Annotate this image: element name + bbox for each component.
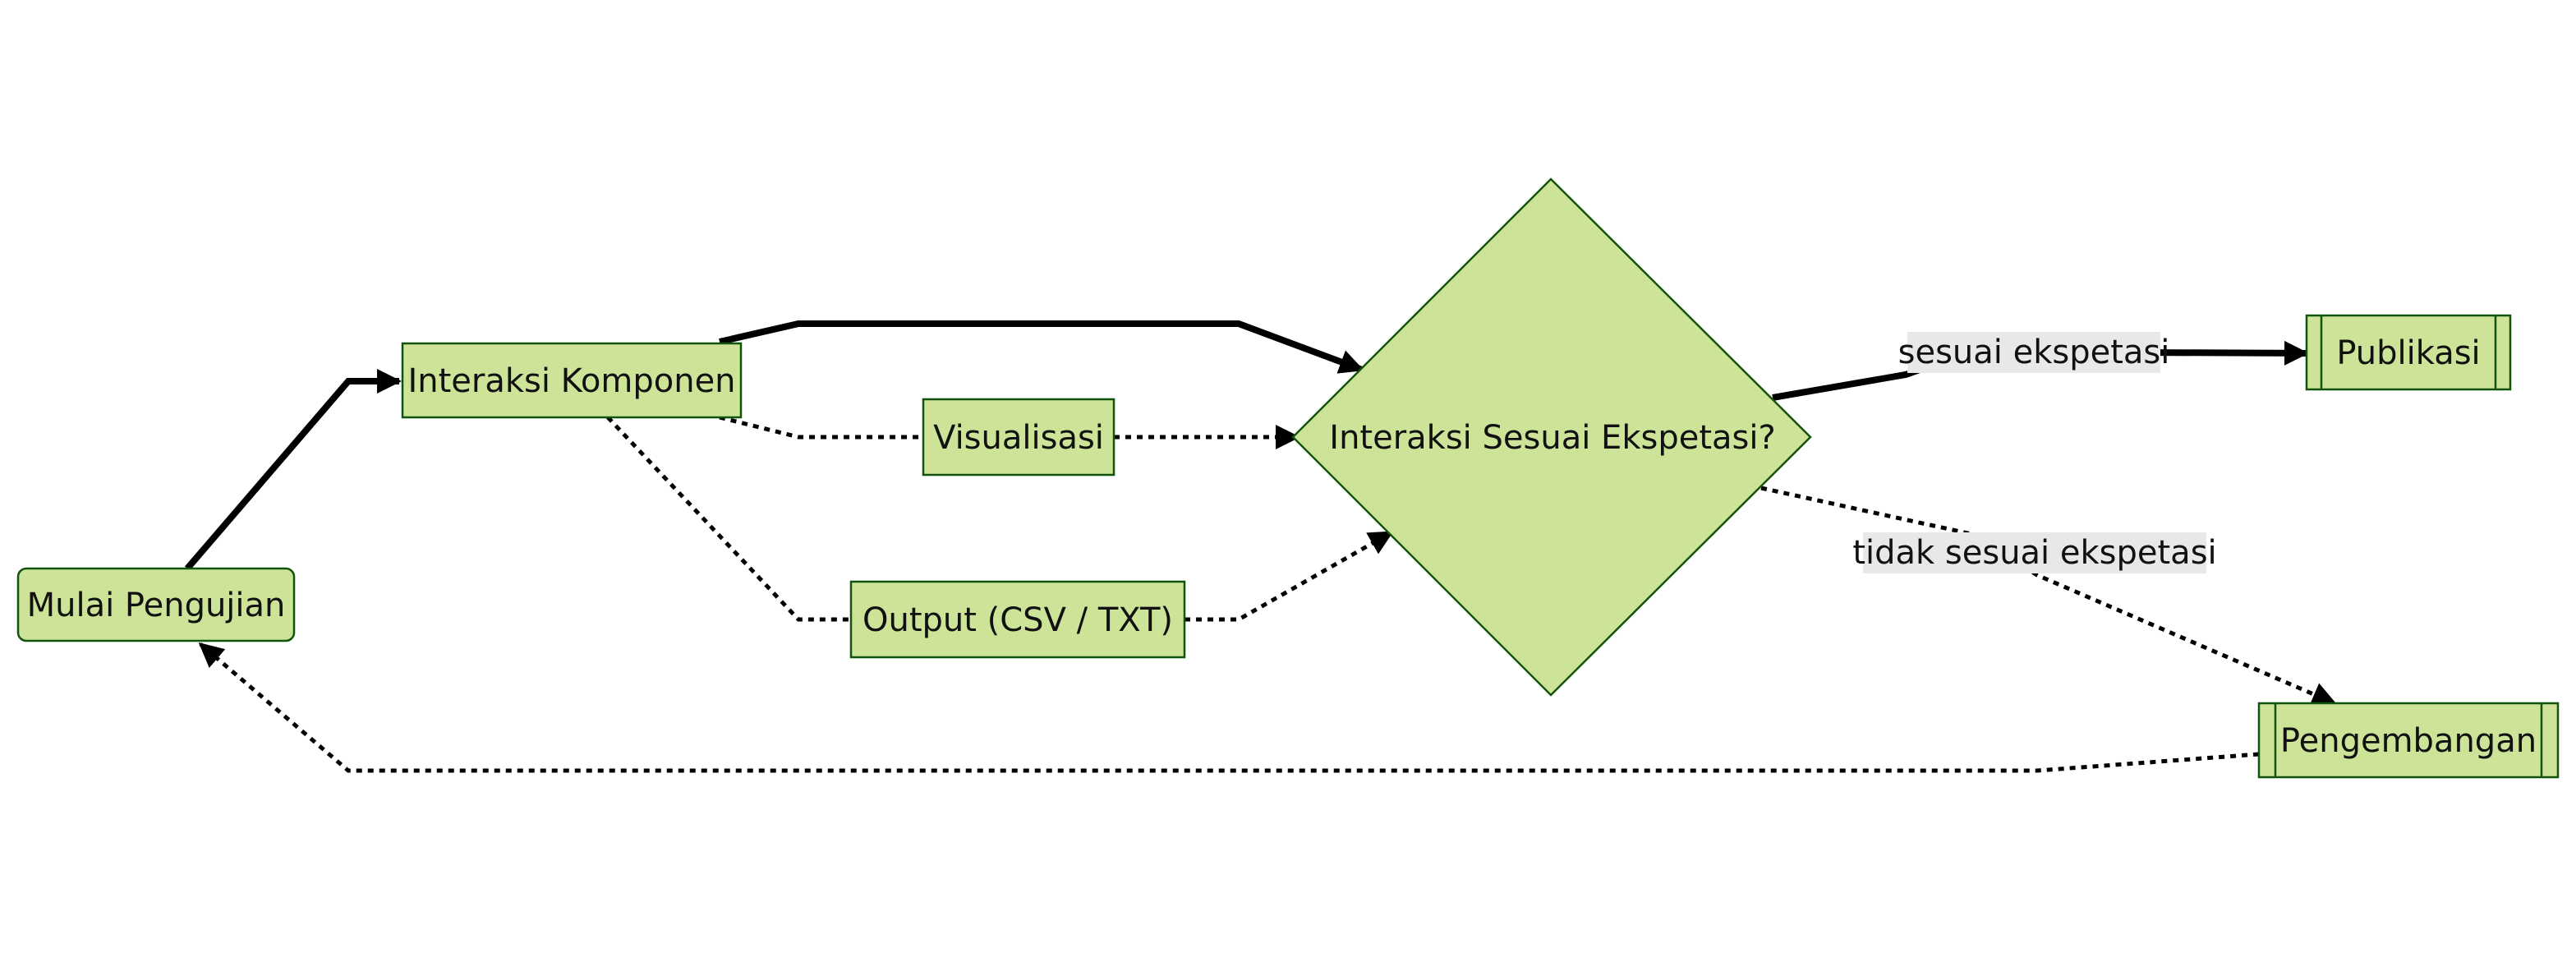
edge-interaksi-komponen-to-output <box>606 416 851 622</box>
edge-label-tidak-sesuai-text: tidak sesuai ekspetasi <box>1852 534 2216 572</box>
node-mulai-pengujian-label: Mulai Pengujian <box>27 587 286 624</box>
node-interaksi-komponen-box <box>401 342 743 419</box>
node-pengembangan-box <box>2257 702 2560 779</box>
node-publikasi[interactable]: Publikasi <box>2305 314 2512 391</box>
edge-keputusan-to-pengembangan <box>1760 486 2337 707</box>
node-visualisasi-label: Visualisasi <box>933 419 1104 457</box>
node-publikasi-label: Publikasi <box>2336 334 2480 372</box>
edge-output-to-keputusan <box>1184 530 1394 622</box>
edge-label-tidak-sesuai: tidak sesuai ekspetasi <box>1852 532 2217 573</box>
node-output-label: Output (CSV / TXT) <box>862 601 1173 639</box>
node-keputusan-shape <box>1291 177 1812 697</box>
edge-label-sesuai-background <box>1907 332 2160 373</box>
node-output-box <box>849 580 1186 659</box>
node-visualisasi[interactable]: Visualisasi <box>922 398 1116 476</box>
edge-label-sesuai: sesuai ekspetasi <box>1898 332 2170 373</box>
node-mulai-pengujian-box <box>16 567 296 642</box>
node-visualisasi-box <box>922 398 1116 476</box>
edge-pengembangan-to-mulai <box>198 642 2260 773</box>
node-mulai-pengujian[interactable]: Mulai Pengujian <box>16 567 296 642</box>
edge-interaksi-komponen-to-keputusan <box>719 320 1364 374</box>
node-pengembangan[interactable]: Pengembangan <box>2257 702 2560 779</box>
edge-label-sesuai-text: sesuai ekspetasi <box>1898 334 2170 371</box>
node-interaksi-komponen-label: Interaksi Komponen <box>407 362 735 400</box>
node-publikasi-box <box>2305 314 2512 391</box>
edge-interaksi-komponen-to-visualisasi <box>719 415 923 440</box>
node-pengembangan-label: Pengembangan <box>2280 722 2537 760</box>
node-interaksi-komponen[interactable]: Interaksi Komponen <box>401 342 743 419</box>
node-keputusan-label: Interaksi Sesuai Ekspetasi? <box>1329 419 1775 457</box>
edge-mulai-to-interaksi-komponen <box>184 369 402 571</box>
node-output[interactable]: Output (CSV / TXT) <box>849 580 1186 659</box>
node-keputusan-diamond[interactable]: Interaksi Sesuai Ekspetasi? <box>1291 177 1812 697</box>
edge-label-tidak-sesuai-background <box>1863 532 2206 573</box>
